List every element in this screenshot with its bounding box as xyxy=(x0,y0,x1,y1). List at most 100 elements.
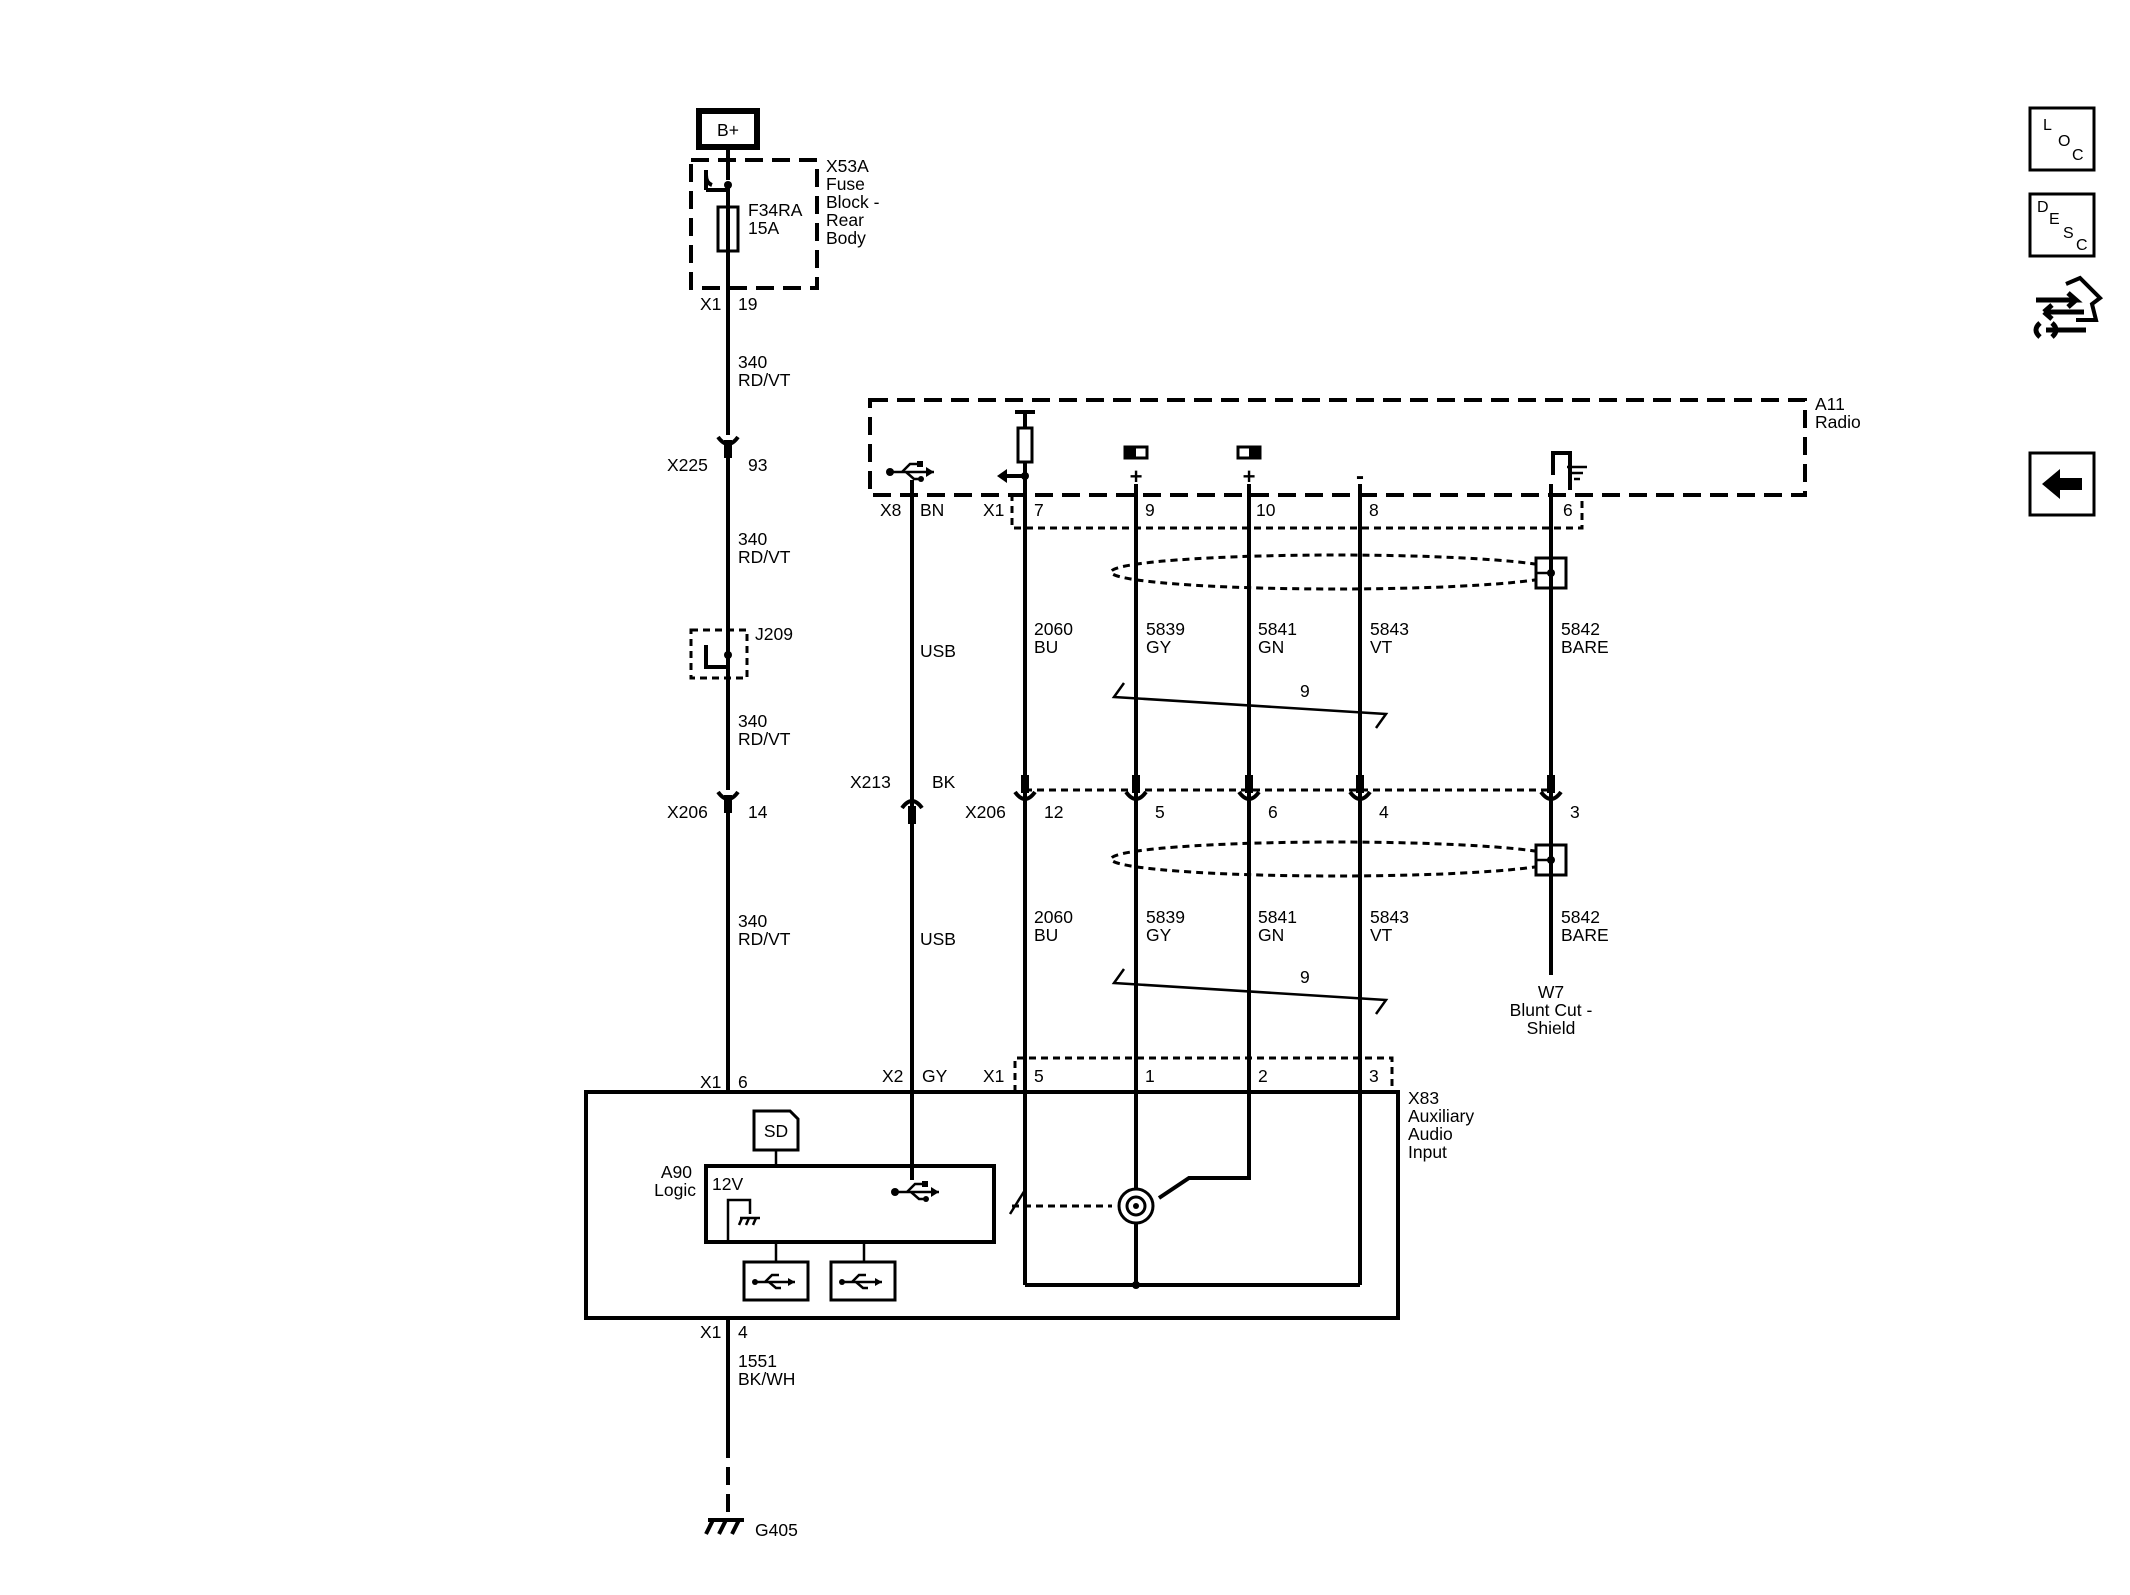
radio-x1-connector-outline xyxy=(1010,494,1584,530)
pin-a3: 3 xyxy=(1369,1066,1379,1086)
radio-desc: Radio xyxy=(1815,412,1861,432)
connector-x1-logic: X1 xyxy=(700,1072,721,1092)
connector-x2: X2 xyxy=(882,1066,903,1086)
desc-button[interactable]: D E S C xyxy=(2028,192,2096,258)
aux-desc-2: Audio xyxy=(1408,1124,1453,1144)
pin-bk: BK xyxy=(932,772,956,792)
speaker-plus-icon-10: + xyxy=(1236,445,1262,489)
radio-resistor-symbol xyxy=(1016,426,1034,464)
twisted-pair-marker-1 xyxy=(1111,682,1389,729)
wire-5839-label-2: 5839 xyxy=(1146,907,1185,927)
fuse-block-desc-1: Fuse xyxy=(826,174,865,194)
fuse-rating: 15A xyxy=(748,218,779,238)
pin-4: 4 xyxy=(738,1322,748,1342)
fuse-block-desc-4: Body xyxy=(826,228,866,248)
wire-340-label-2: 340 xyxy=(738,529,767,549)
back-button[interactable] xyxy=(2028,451,2096,517)
usb-port-icon-2 xyxy=(829,1260,897,1302)
ground-g405-label: G405 xyxy=(755,1520,798,1540)
pin-r6: 6 xyxy=(1563,500,1573,520)
fuse-block-desc-3: Rear xyxy=(826,210,864,230)
twist-count-2: 9 xyxy=(1300,967,1310,987)
usb-icon-logic xyxy=(891,1181,939,1202)
pin-s12: 12 xyxy=(1044,802,1063,822)
pin-gy: GY xyxy=(922,1066,948,1086)
twist-count-1: 9 xyxy=(1300,681,1310,701)
shield-ellipse-2 xyxy=(1109,840,1563,878)
wire-vt-label-2: VT xyxy=(1370,925,1393,945)
aux-name: X83 xyxy=(1408,1088,1439,1108)
wire-5839-label-1: 5839 xyxy=(1146,619,1185,639)
desc-letter-s: S xyxy=(2063,225,2074,242)
wire-gy-label-2: GY xyxy=(1146,925,1172,945)
fuse-block-name: X53A xyxy=(826,156,869,176)
fuse-block-outline xyxy=(689,158,819,290)
wire-usb-label-2: USB xyxy=(920,929,956,949)
wire-bkwh-label: BK/WH xyxy=(738,1369,795,1389)
connector-x1-gnd: X1 xyxy=(700,1322,721,1342)
pin-a1: 1 xyxy=(1145,1066,1155,1086)
logic-voltage: 12V xyxy=(712,1174,743,1194)
desc-letter-c: C xyxy=(2076,237,2088,254)
wire-rdvt-label-1: RD/VT xyxy=(738,370,791,390)
loc-button[interactable]: L O C xyxy=(2028,106,2096,172)
sd-card-icon: SD xyxy=(752,1109,800,1166)
wire-340-label-4: 340 xyxy=(738,911,767,931)
ground-g405-icon xyxy=(704,1518,744,1535)
aux-x1-connector-outline xyxy=(1013,1056,1394,1092)
wire-5843-label-1: 5843 xyxy=(1370,619,1409,639)
svg-text:+: + xyxy=(1130,464,1143,489)
connector-wrench-icon[interactable] xyxy=(2033,275,2104,339)
wire-5841-label-2: 5841 xyxy=(1258,907,1297,927)
chassis-ground-icon-radio xyxy=(1551,451,1587,490)
pin-a5: 5 xyxy=(1034,1066,1044,1086)
wire-gy-label-1: GY xyxy=(1146,637,1172,657)
fuse-block-desc-2: Block - xyxy=(826,192,880,212)
wire-gn-label-1: GN xyxy=(1258,637,1284,657)
pin-s4: 4 xyxy=(1379,802,1389,822)
pin-bn: BN xyxy=(920,500,944,520)
wire-bu-label-2: BU xyxy=(1034,925,1058,945)
aux-module-outline xyxy=(584,1090,1400,1320)
desc-letter-e: E xyxy=(2049,211,2060,228)
wire-5843-label-2: 5843 xyxy=(1370,907,1409,927)
logic-ground-icon xyxy=(726,1198,760,1242)
shield-end-desc-1: Blunt Cut - xyxy=(1510,1000,1593,1020)
logic-module-outline xyxy=(704,1164,996,1244)
pin-a2: 2 xyxy=(1258,1066,1268,1086)
pin-r9: 9 xyxy=(1145,500,1155,520)
back-arrow-icon xyxy=(2042,469,2082,499)
wire-5841-label-1: 5841 xyxy=(1258,619,1297,639)
connector-x1-radio: X1 xyxy=(983,500,1004,520)
loc-letter-o: O xyxy=(2058,133,2070,150)
wire-5842-label-1: 5842 xyxy=(1561,619,1600,639)
connector-x213: X213 xyxy=(850,772,891,792)
pin-r7: 7 xyxy=(1034,500,1044,520)
wire-bu-label-1: BU xyxy=(1034,637,1058,657)
pin-s5: 5 xyxy=(1155,802,1165,822)
desc-letter-d: D xyxy=(2037,199,2049,216)
pin-s6: 6 xyxy=(1268,802,1278,822)
wire-bare-label-2: BARE xyxy=(1561,925,1609,945)
power-source: B+ xyxy=(696,108,760,150)
svg-text:+: + xyxy=(1243,464,1256,489)
pin-6-logic: 6 xyxy=(738,1072,748,1092)
splice-j209: J209 xyxy=(755,624,793,644)
wire-rdvt-label-3: RD/VT xyxy=(738,729,791,749)
pin-14: 14 xyxy=(748,802,768,822)
pin-93: 93 xyxy=(748,455,767,475)
wire-1551-label: 1551 xyxy=(738,1351,777,1371)
radio-name: A11 xyxy=(1815,394,1845,414)
wire-rdvt-label-2: RD/VT xyxy=(738,547,791,567)
radio-a11-outline xyxy=(868,398,1807,497)
twisted-pair-marker-2 xyxy=(1111,968,1389,1015)
loc-letter-l: L xyxy=(2043,117,2052,134)
audio-jack-icon xyxy=(1117,1187,1155,1225)
connector-x225: X225 xyxy=(667,455,708,475)
shield-end-name: W7 xyxy=(1538,982,1564,1002)
connector-x8: X8 xyxy=(880,500,901,520)
wire-340-label-1: 340 xyxy=(738,352,767,372)
pin-19: 19 xyxy=(738,294,757,314)
shield-ellipse-1 xyxy=(1109,553,1563,591)
connector-x206-terminals xyxy=(1013,775,1563,801)
